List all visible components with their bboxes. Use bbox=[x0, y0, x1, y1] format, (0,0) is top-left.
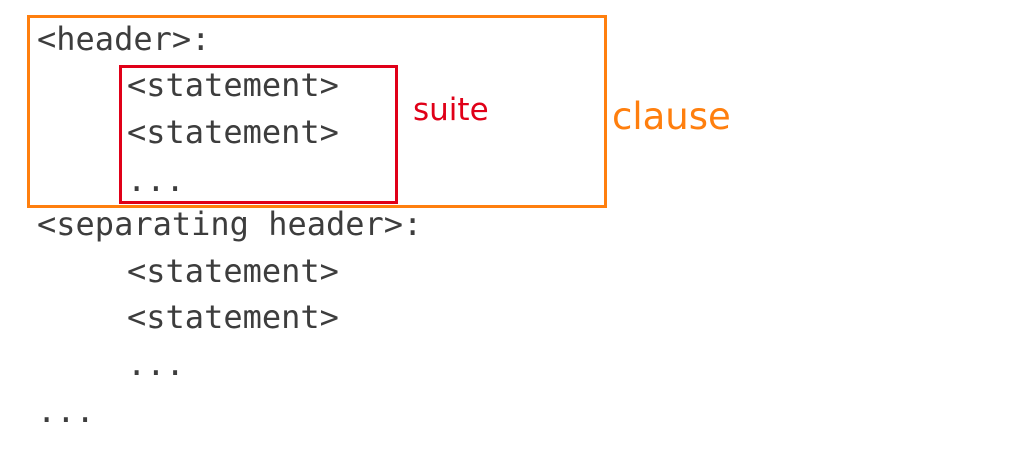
code-line-statement: <statement> bbox=[127, 298, 339, 336]
code-line-ellipsis: ... bbox=[127, 161, 185, 199]
suite-box bbox=[119, 65, 398, 204]
code-line-statement: <statement> bbox=[127, 252, 339, 290]
code-line-statement: <statement> bbox=[127, 113, 339, 151]
code-line-header: <header>: bbox=[37, 20, 211, 58]
clause-box bbox=[27, 15, 607, 208]
suite-label: suite bbox=[413, 92, 489, 128]
clause-label: clause bbox=[612, 95, 731, 138]
code-line-separating-header: <separating header>: bbox=[37, 205, 423, 243]
code-line-ellipsis: ... bbox=[37, 392, 95, 430]
code-line-statement: <statement> bbox=[127, 66, 339, 104]
code-line-ellipsis: ... bbox=[127, 345, 185, 383]
